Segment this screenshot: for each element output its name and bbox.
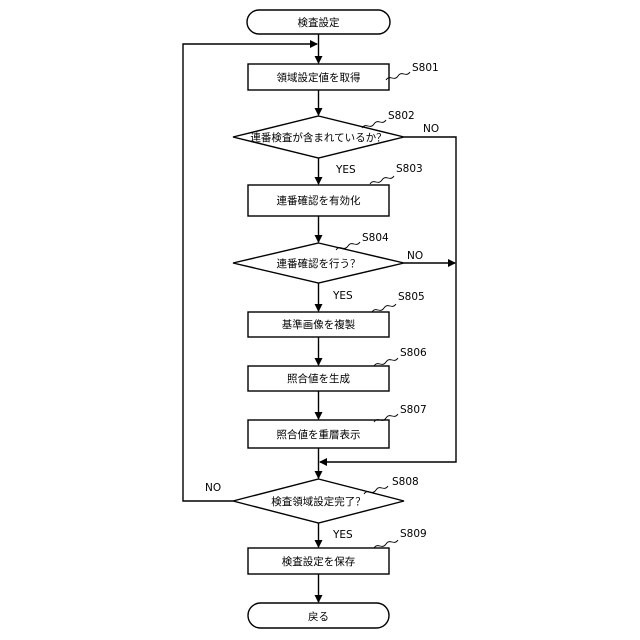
start-label: 検査設定 bbox=[298, 16, 340, 29]
decision-label-s802: 連番検査が含まれているか？ bbox=[250, 131, 386, 144]
process-label-s809: 検査設定を保存 bbox=[282, 555, 356, 568]
step-leader-s805 bbox=[372, 304, 396, 312]
step-leader-s809 bbox=[374, 540, 398, 548]
step-label-s805: S805 bbox=[398, 291, 425, 303]
decision-label-s808: 検査領域設定完了？ bbox=[271, 495, 366, 508]
decision-label-s804: 連番確認を行う？ bbox=[277, 257, 361, 270]
no-label-s804: NO bbox=[407, 250, 423, 262]
process-label-s806: 照合値を生成 bbox=[287, 372, 350, 385]
step-label-s803: S803 bbox=[396, 163, 423, 175]
step-label-s804: S804 bbox=[362, 232, 389, 244]
step-leader-s802 bbox=[362, 120, 386, 128]
process-label-s803: 連番確認を有効化 bbox=[277, 194, 361, 207]
yes-label-s804: YES bbox=[332, 290, 353, 302]
yes-label-s802: YES bbox=[335, 164, 356, 176]
no-label-s802: NO bbox=[423, 123, 439, 135]
process-label-s807: 照合値を重層表示 bbox=[277, 428, 361, 441]
step-label-s806: S806 bbox=[400, 347, 427, 359]
no-label-s808: NO bbox=[205, 482, 221, 494]
process-label-s805: 基準画像を複製 bbox=[282, 318, 356, 331]
step-label-s802: S802 bbox=[388, 110, 415, 122]
step-leader-s806 bbox=[374, 358, 398, 366]
step-leader-s803 bbox=[370, 176, 394, 184]
step-label-s809: S809 bbox=[400, 528, 427, 540]
step-label-s808: S808 bbox=[392, 476, 419, 488]
process-label-s801: 領域設定値を取得 bbox=[277, 71, 361, 84]
step-label-s801: S801 bbox=[412, 62, 439, 74]
yes-label-s808: YES bbox=[332, 529, 353, 541]
step-label-s807: S807 bbox=[400, 404, 427, 416]
end-label: 戻る bbox=[308, 610, 329, 623]
